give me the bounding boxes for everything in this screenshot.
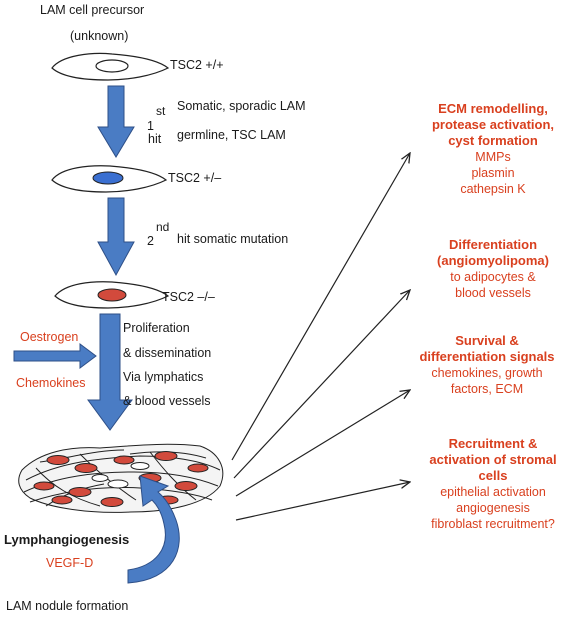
- null-cell: [54, 281, 170, 309]
- precursor-title: LAM cell precursor: [40, 3, 145, 17]
- outcome-arrow-3: [235, 390, 410, 497]
- vegf-label: VEGF-D: [46, 556, 94, 570]
- down-arrow-1: [97, 85, 135, 158]
- down-arrow-3: [87, 313, 133, 431]
- outcome-arrow-4: [235, 482, 410, 521]
- outcome-differentiation: Differentiation (angiomyolipoma) to adip…: [418, 237, 568, 301]
- outcome-survival: Survival & differentiation signals chemo…: [412, 333, 562, 397]
- hit1-superscript: st: [156, 104, 166, 118]
- outcome-arrow-1: [231, 153, 410, 461]
- outcome-survival-title: Survival & differentiation signals: [419, 333, 555, 364]
- outcome-recruitment-item: epithelial activation: [440, 485, 546, 499]
- oestrogen-label: Oestrogen: [20, 330, 79, 344]
- process-line4: & blood vessels: [123, 394, 211, 408]
- outcome-survival-item: chemokines, growth: [431, 366, 543, 380]
- lymphangiogenesis-label: Lymphangiogenesis: [4, 532, 130, 547]
- genotype-null: TSC2 –/–: [162, 290, 215, 304]
- hit1-number: 1: [147, 119, 154, 133]
- outcome-arrow-2: [233, 290, 410, 479]
- curved-arrow: [127, 475, 180, 584]
- down-arrow-2: [97, 197, 135, 277]
- outcome-differentiation-item: to adipocytes &: [450, 270, 536, 284]
- outcome-differentiation-item: blood vessels: [455, 286, 531, 300]
- hit1-word: hit: [148, 132, 162, 146]
- outcome-survival-item: factors, ECM: [450, 382, 524, 396]
- hit2-superscript: nd: [156, 220, 170, 234]
- genotype-wt: TSC2 +/+: [170, 58, 224, 72]
- process-line1: Proliferation: [123, 321, 190, 335]
- hit2-number: 2: [147, 234, 154, 248]
- outcome-recruitment-item: angiogenesis: [456, 501, 530, 515]
- input-arrow: [13, 343, 97, 369]
- outcome-ecm-item: cathepsin K: [460, 182, 526, 196]
- chemokines-label: Chemokines: [16, 376, 86, 390]
- nodule-label: LAM nodule formation: [6, 599, 129, 613]
- precursor-cell: [51, 52, 170, 81]
- outcome-recruitment-title: Recruitment & activation of stromal cell…: [429, 436, 557, 483]
- outcome-ecm-title: ECM remodelling, protease activation, cy…: [431, 101, 555, 148]
- hit1-line2: germline, TSC LAM: [177, 128, 286, 142]
- lam-nodule: [18, 443, 224, 513]
- heterozygous-cell: [51, 165, 168, 193]
- outcome-differentiation-title: Differentiation (angiomyolipoma): [437, 237, 549, 268]
- outcome-ecm-item: MMPs: [475, 150, 511, 164]
- hit1-line1: Somatic, sporadic LAM: [177, 99, 306, 113]
- outcome-ecm-item: plasmin: [471, 166, 515, 180]
- outcome-ecm: ECM remodelling, protease activation, cy…: [418, 101, 568, 197]
- genotype-het: TSC2 +/–: [168, 171, 222, 185]
- precursor-subtitle: (unknown): [70, 29, 129, 43]
- process-line3: Via lymphatics: [123, 370, 204, 384]
- hit2-text: hit somatic mutation: [177, 232, 289, 246]
- outcome-recruitment: Recruitment & activation of stromal cell…: [418, 436, 568, 532]
- process-line2: & dissemination: [123, 346, 212, 360]
- outcome-recruitment-item: fibroblast recruitment?: [431, 517, 555, 531]
